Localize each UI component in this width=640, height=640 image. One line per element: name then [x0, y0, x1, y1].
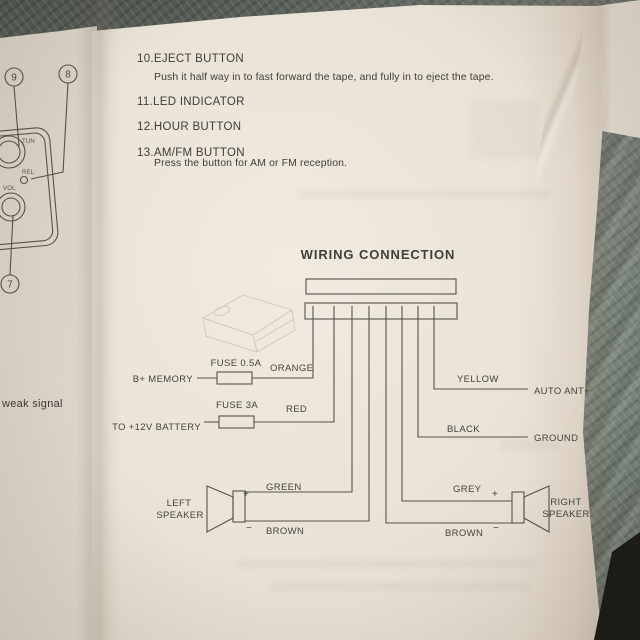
- volume-knob-inner: [1, 197, 21, 217]
- instruction-item-10: 10.EJECT BUTTON: [137, 53, 244, 65]
- right-plus-sign: +: [492, 489, 498, 500]
- instruction-desc-10: Push it half way in to fast forward the …: [154, 72, 494, 83]
- head-unit-sketch: [201, 294, 296, 353]
- battery-label: TO +12V BATTERY: [112, 422, 201, 433]
- instruction-desc-13: Press the button for AM or FM reception.: [154, 158, 348, 169]
- knob-label-rel: REL: [22, 170, 35, 176]
- tuning-knob-inner: [0, 140, 21, 164]
- instruction-title: LED INDICATOR: [153, 96, 245, 108]
- instruction-number: 11.: [137, 96, 154, 108]
- knob-label-vol: VOL: [3, 186, 16, 192]
- wire-green-label: GREEN: [266, 482, 302, 493]
- wire-orange-label: ORANGE: [270, 363, 313, 374]
- wire-black: [417, 306, 528, 438]
- callout-9-leader: [13, 85, 20, 147]
- showthrough-text: [500, 440, 560, 450]
- wire-black-label: BLACK: [447, 424, 480, 435]
- wire-green: [245, 306, 353, 493]
- callout-7: 7: [7, 280, 13, 291]
- showthrough-text: [235, 560, 535, 568]
- showthrough-text: [470, 100, 540, 160]
- connector-block-bottom: [304, 302, 458, 320]
- page-fold-shadow: [76, 0, 120, 640]
- tuning-knob: [0, 135, 26, 169]
- instruction-item-12: 12.HOUR BUTTON: [137, 121, 241, 133]
- wire-brown-right-label: BROWN: [445, 528, 483, 539]
- instruction-number: 12.: [137, 121, 154, 133]
- instruction-number: 13.: [137, 147, 154, 159]
- wire-red: [254, 306, 335, 423]
- callout-9: 9: [11, 73, 17, 84]
- panel-drawing: TUN REL VOL 9 8 7: [0, 64, 78, 294]
- instruction-title: EJECT BUTTON: [153, 53, 244, 65]
- panel-outline-outer: [0, 127, 59, 252]
- right-speaker-label-1: RIGHT: [550, 497, 581, 508]
- b-memory-label: B+ MEMORY: [133, 374, 194, 385]
- fuse-3a: [218, 415, 255, 429]
- fuse-05a-label: FUSE 0.5A: [211, 358, 262, 369]
- panel-outline-inner: [0, 132, 54, 247]
- right-minus-sign: −: [493, 523, 499, 534]
- wire-brown-left: [245, 306, 370, 522]
- wire-grey: [401, 306, 512, 502]
- left-page-caption: weak signal: [2, 398, 63, 410]
- right-speaker-icon: [511, 485, 550, 533]
- wire-brown-right: [385, 306, 512, 524]
- left-speaker-label-1: LEFT: [167, 498, 192, 509]
- left-plus-sign: +: [243, 489, 249, 500]
- right-speaker-label-2: SPEAKER: [542, 509, 589, 520]
- instruction-item-11: 11.LED INDICATOR: [137, 96, 245, 108]
- wire-yellow: [433, 306, 528, 390]
- left-speaker-icon: [206, 485, 246, 533]
- instruction-title: AM/FM BUTTON: [153, 147, 245, 159]
- wire-brown-left-label: BROWN: [266, 526, 304, 537]
- release-button: [19, 175, 29, 185]
- diagram-title: WIRING CONNECTION: [301, 247, 456, 262]
- wire-orange: [252, 306, 314, 379]
- instruction-title: HOUR BUTTON: [153, 121, 242, 133]
- left-minus-sign: −: [246, 523, 252, 534]
- auto-ant-label: AUTO ANT+: [534, 386, 590, 397]
- showthrough-text: [270, 582, 530, 591]
- wire-yellow-label: YELLOW: [457, 374, 499, 385]
- showthrough-text: [300, 190, 550, 199]
- ground-label: GROUND: [534, 433, 578, 444]
- connector-block-top: [305, 278, 457, 295]
- instruction-number: 10.: [137, 53, 154, 65]
- callout-7-leader: [9, 214, 14, 276]
- callout-8-leader: [30, 82, 69, 180]
- fuse-3a-label: FUSE 3A: [216, 400, 258, 411]
- callout-8: 8: [65, 70, 71, 81]
- left-speaker-label-2: SPEAKER: [156, 510, 203, 521]
- wire-red-label: RED: [286, 404, 307, 415]
- knob-label-tun: TUN: [22, 139, 35, 145]
- instruction-item-13: 13.AM/FM BUTTON: [137, 147, 245, 159]
- volume-knob: [0, 192, 26, 222]
- wire-grey-label: GREY: [453, 484, 482, 495]
- fuse-05a: [216, 371, 253, 385]
